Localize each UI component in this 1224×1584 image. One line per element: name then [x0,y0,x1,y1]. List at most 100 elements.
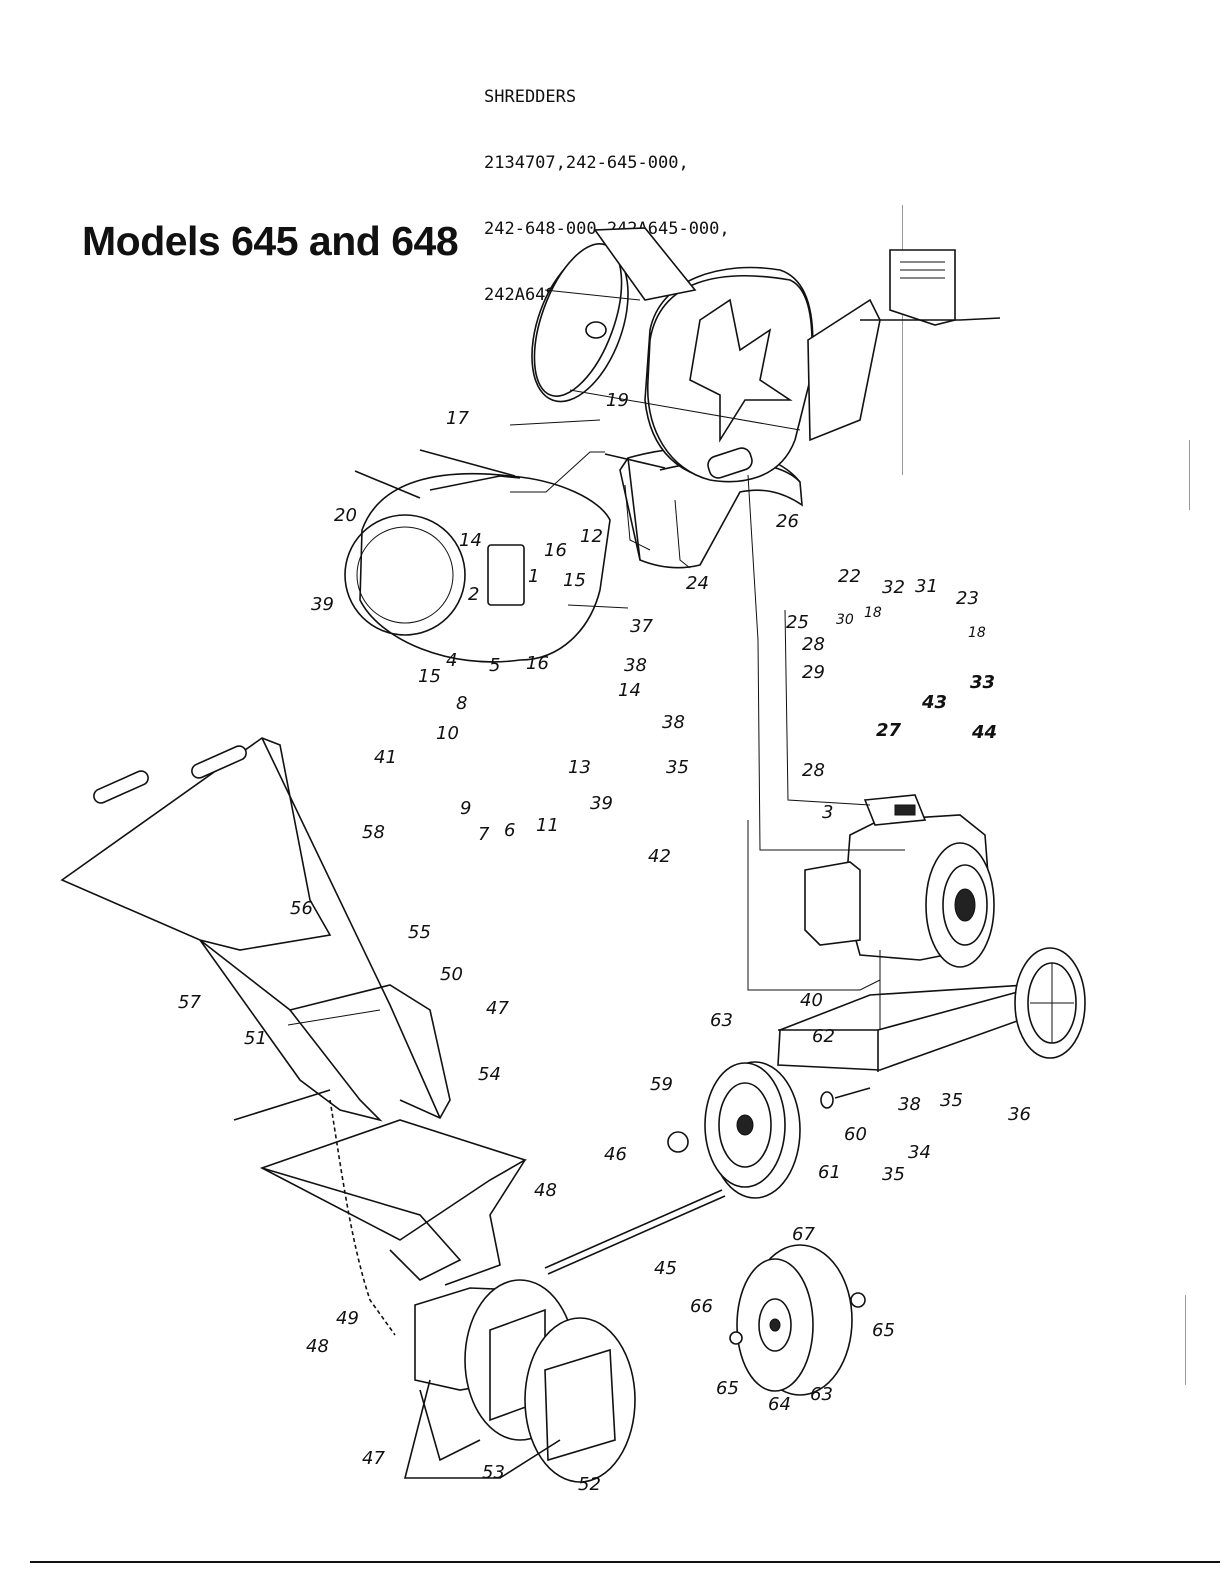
assembly-lines [287,289,905,1030]
callout-label: 46 [604,1144,627,1165]
callout-label: 10 [436,723,459,744]
callout-label: 49 [336,1308,359,1329]
callout-label: 26 [776,511,799,532]
callout-label: 67 [792,1224,815,1245]
callout-label: 52 [578,1474,601,1495]
callout-label: 12 [580,526,603,547]
callout-label: 1 [528,566,539,587]
callout-label: 19 [606,390,629,411]
callout-label: 6 [504,820,516,841]
callout-label: 3 [822,802,834,823]
callout-label: 55 [408,922,431,943]
callout-label: 16 [544,540,567,561]
callout-label: 38 [662,712,685,733]
callout-label: 5 [489,655,501,676]
header-line: SHREDDERS [484,87,577,107]
callout-label: 47 [362,1448,385,1469]
callout-label: 17 [446,408,469,429]
callout-label: 63 [810,1384,833,1405]
callout-label: 39 [590,793,613,814]
callout-label: 38 [624,655,647,676]
page-bottom-rule [30,1561,1220,1563]
callout-label: 57 [178,992,201,1013]
rotor-hub [585,321,607,339]
callout-label: 51 [244,1028,267,1049]
engine [804,794,995,968]
wheel-assembly-upper [667,1061,871,1199]
scan-edge-mark [1189,440,1190,510]
callout-label: 18 [968,625,986,641]
callout-label: 56 [290,898,313,919]
callout-label: 32 [882,577,905,598]
callout-label: 43 [922,692,948,713]
callout-label: 53 [482,1462,505,1483]
callout-label: 31 [915,576,938,597]
callout-label: 27 [876,720,902,741]
scan-edge-mark [1185,1295,1186,1385]
callout-label: 38 [898,1094,921,1115]
callout-label: 35 [940,1090,963,1111]
callout-label: 48 [534,1180,557,1201]
callout-label: 34 [908,1142,931,1163]
callout-label: 4 [446,650,458,671]
callout-label: 2 [468,584,479,605]
callout-label: 8 [456,693,468,714]
callout-label: 59 [650,1074,673,1095]
callout-label: 37 [630,616,653,637]
scan-edge-mark [902,205,903,475]
axle-rod-edge [547,1195,726,1275]
flex-cord [329,1099,396,1336]
callout-label: 35 [666,757,689,778]
callout-label: 29 [802,662,825,683]
bolt [233,1089,331,1121]
callout-label: 47 [486,998,509,1019]
callout-label: 50 [440,964,463,985]
callout-label: 36 [1008,1104,1031,1125]
page-title: Models 645 and 648 [82,218,459,264]
axle-rod [544,1189,723,1269]
callout-label: 44 [972,722,998,743]
callout-label: 15 [563,570,586,591]
callout-label: 42 [648,846,671,867]
callout-label: 15 [418,666,441,687]
callout-label: 62 [812,1026,835,1047]
callout-label: 65 [872,1320,895,1341]
callout-label: 54 [478,1064,501,1085]
shredder-hopper [259,1119,527,1286]
shield-plate [807,249,1001,442]
callout-label: 35 [882,1164,905,1185]
callout-labels: 17 19 20 26 14 16 12 24 22 32 31 23 39 2… [311,390,979,637]
callout-label: 58 [362,822,385,843]
callout-label: 64 [768,1394,791,1415]
callout-label: 14 [459,530,482,551]
base-frame [777,947,1086,1072]
callout-label: 23 [956,588,979,609]
callout-label: 9 [460,798,472,819]
header-line: 2134707,242-645-000, [484,153,689,173]
callout-label: 41 [374,747,397,768]
callout-label: 18 [864,605,882,621]
callout-label: 33 [970,672,996,693]
wheel-assembly-lower [729,1244,866,1396]
callout-label: 61 [818,1162,841,1183]
model-number-header: SHREDDERS 2134707,242-645-000, 242-648-0… [484,42,730,328]
discharge-frame [403,1279,636,1483]
callout-label: 48 [306,1336,329,1357]
callout-label: 16 [526,653,549,674]
rear-housing [344,449,611,663]
callout-label: 22 [838,566,861,587]
callout-label: 40 [800,990,823,1011]
callout-label: 28 [802,634,825,655]
callout-label: 66 [690,1296,713,1317]
callout-label: 11 [536,815,559,836]
callout-label: 63 [710,1010,733,1031]
callout-label: 39 [311,594,334,615]
discharge-chute [604,446,803,569]
callout-label: 13 [568,757,591,778]
feed-hopper [60,737,451,1122]
callout-label: 25 [786,612,809,633]
callout-label: 30 [836,612,854,628]
callout-label: 7 [478,824,490,845]
